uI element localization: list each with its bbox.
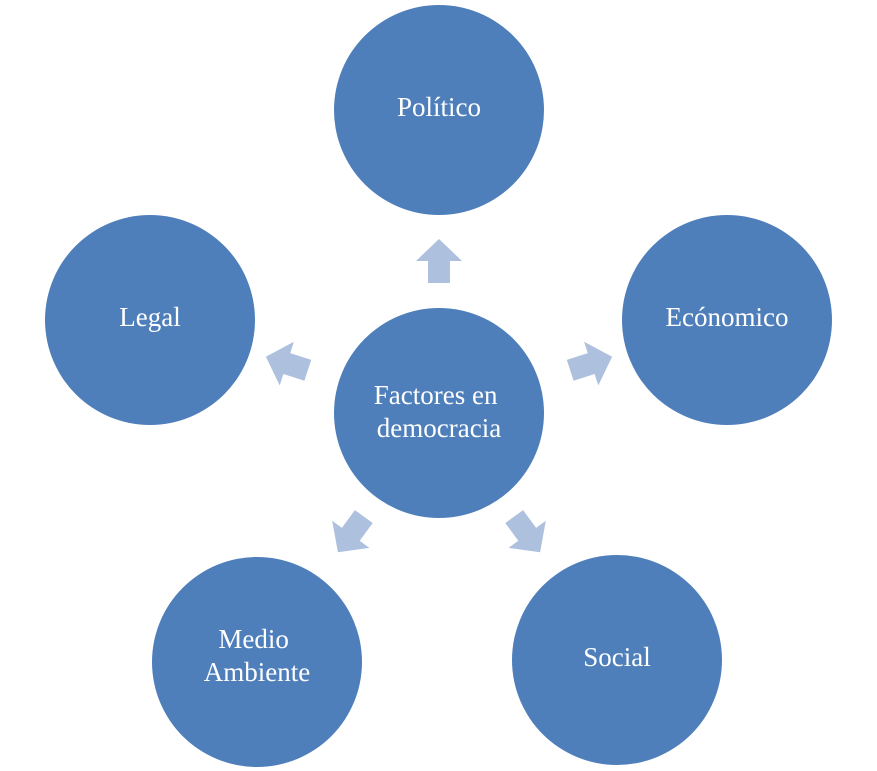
node-economico: Ecónomico — [622, 215, 832, 425]
arrows-group — [265, 239, 613, 553]
arrow-to-economico-icon — [566, 341, 613, 386]
arrow-to-medio-ambiente-icon — [332, 510, 373, 553]
center-label-line-1: Factores en — [374, 380, 498, 410]
node-medio-ambiente-line-1: Medio — [218, 624, 289, 654]
node-politico: Político — [334, 5, 544, 215]
center-label-line-2: democracia — [377, 413, 501, 443]
node-medio-ambiente: Medio Ambiente — [152, 557, 362, 767]
node-economico-label: Ecónomico — [666, 302, 789, 332]
center-node-label: Factores en democracia — [374, 380, 504, 443]
node-legal-circle — [45, 215, 255, 425]
center-node: Factores en democracia — [334, 308, 544, 518]
node-medio-ambiente-line-2: Ambiente — [204, 657, 310, 687]
node-politico-label: Político — [397, 92, 481, 122]
node-social-circle — [512, 555, 722, 765]
node-economico-circle — [622, 215, 832, 425]
node-legal: Legal — [45, 215, 255, 425]
arrow-to-politico-icon — [416, 239, 462, 283]
node-politico-circle — [334, 5, 544, 215]
arrow-to-social-icon — [505, 510, 546, 553]
node-legal-label: Legal — [119, 302, 180, 332]
node-social-label: Social — [583, 642, 651, 672]
arrow-to-legal-icon — [265, 341, 312, 386]
node-medio-ambiente-circle — [152, 557, 362, 767]
node-social: Social — [512, 555, 722, 765]
center-node-circle — [334, 308, 544, 518]
node-medio-ambiente-label: Medio Ambiente — [204, 624, 310, 687]
